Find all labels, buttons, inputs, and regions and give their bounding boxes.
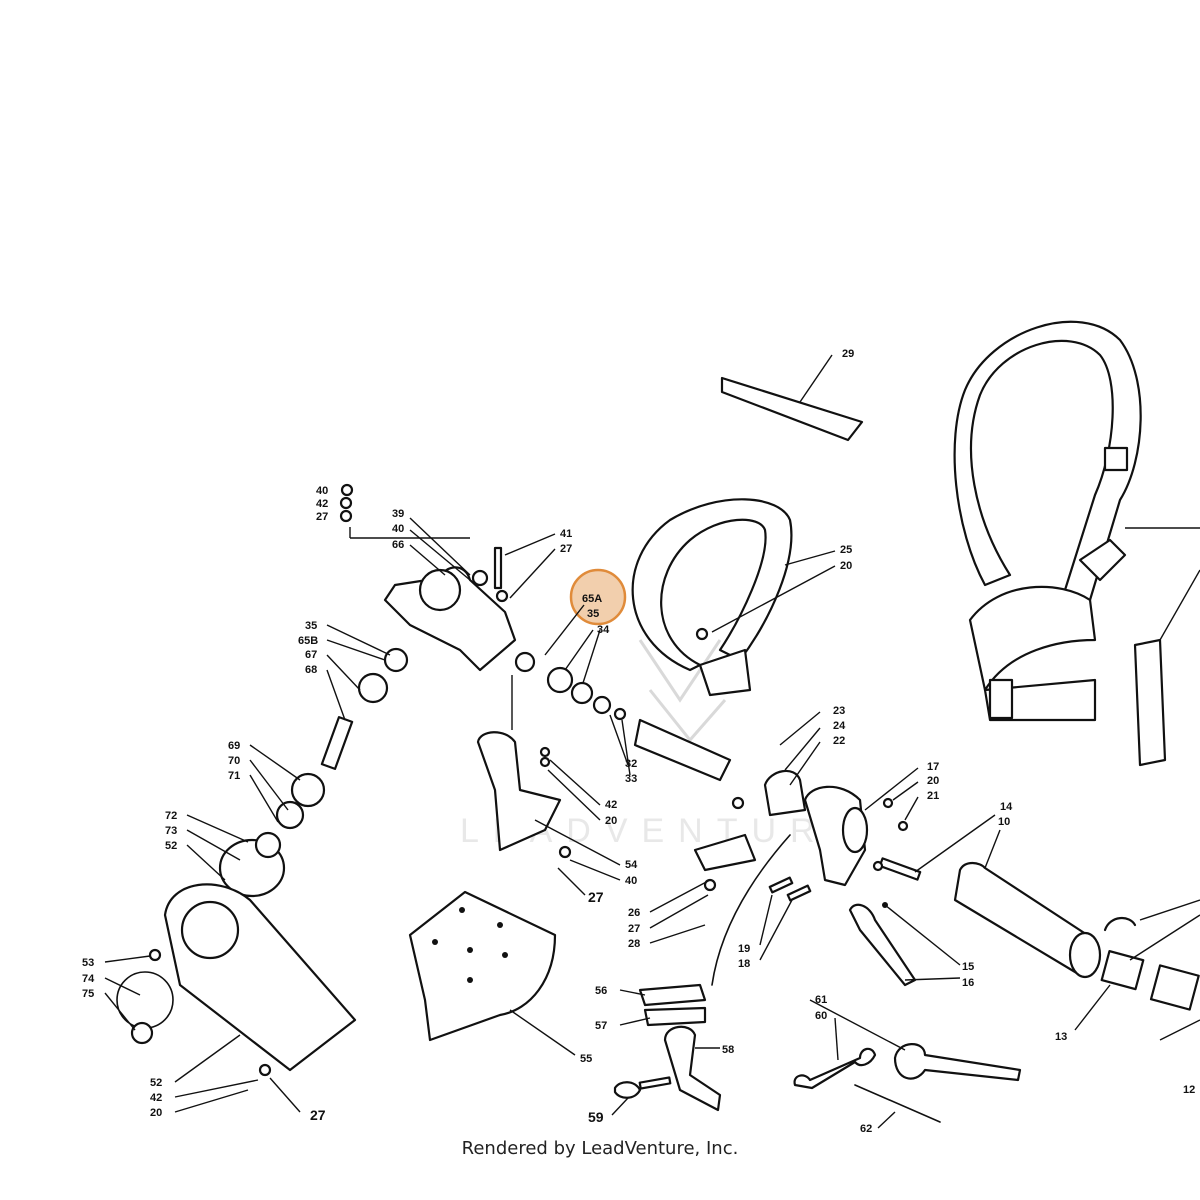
callout-39: 39 xyxy=(392,508,404,520)
callout-27: 27 xyxy=(588,889,604,905)
callout-23: 23 xyxy=(833,705,845,717)
callout-61: 61 xyxy=(815,994,827,1006)
part-lower-housing: 72 73 52 xyxy=(165,810,286,898)
callout-26: 26 xyxy=(628,907,640,919)
callout-65A[interactable]: 65A xyxy=(582,593,602,605)
callout-33: 33 xyxy=(625,773,637,785)
part-pinion: 69 70 71 xyxy=(228,740,326,830)
callout-40: 40 xyxy=(625,875,637,887)
callout-35-highlight[interactable]: 35 xyxy=(587,608,599,620)
part-guard-plate: 53 74 75 52 42 20 27 xyxy=(82,883,357,1123)
part-throttle-tube: 17 20 21 19 18 xyxy=(738,761,939,970)
part-tools: 61 60 62 xyxy=(793,994,1022,1135)
callout-65B: 65B xyxy=(298,635,318,647)
callout-13: 13 xyxy=(1055,1031,1067,1043)
footer-credit: Rendered by LeadVenture, Inc. xyxy=(461,1138,739,1159)
callout-17: 17 xyxy=(927,761,939,773)
highlighted-callout[interactable]: 65A 35 xyxy=(544,568,627,656)
callout-20: 20 xyxy=(150,1107,162,1119)
callout-55: 55 xyxy=(580,1053,592,1065)
callout-52: 52 xyxy=(150,1077,162,1089)
callout-54: 54 xyxy=(625,859,638,871)
callout-42: 42 xyxy=(605,799,617,811)
callout-18: 18 xyxy=(738,958,750,970)
callout-69: 69 xyxy=(228,740,240,752)
callout-27: 27 xyxy=(560,543,572,555)
callout-68: 68 xyxy=(305,664,317,676)
callout-53: 53 xyxy=(82,957,94,969)
callout-20: 20 xyxy=(840,560,852,572)
callout-72: 72 xyxy=(165,810,177,822)
callout-27: 27 xyxy=(310,1107,326,1123)
part-clamp: 56 57 58 59 xyxy=(588,983,734,1125)
callout-24: 24 xyxy=(833,720,846,732)
callout-20: 20 xyxy=(605,815,617,827)
part-gearhead: 40 42 27 39 40 66 41 27 xyxy=(316,483,572,672)
callout-73: 73 xyxy=(165,825,177,837)
callout-59: 59 xyxy=(588,1109,604,1125)
callout-52: 52 xyxy=(165,840,177,852)
callout-12: 12 xyxy=(1183,1084,1195,1096)
callout-58: 58 xyxy=(722,1044,734,1056)
callout-34: 34 xyxy=(597,624,610,636)
callout-19: 19 xyxy=(738,943,750,955)
part-bearings-left: 35 65B 67 68 xyxy=(298,620,409,770)
callout-67: 67 xyxy=(305,649,317,661)
callout-66: 66 xyxy=(392,539,404,551)
callout-27: 27 xyxy=(316,511,328,523)
callout-42: 42 xyxy=(150,1092,162,1104)
callout-57: 57 xyxy=(595,1020,607,1032)
callout-28: 28 xyxy=(628,938,640,950)
part-bracket: 42 20 54 40 27 xyxy=(476,675,638,905)
callout-14: 14 xyxy=(1000,801,1013,813)
callout-70: 70 xyxy=(228,755,240,767)
part-right-tube: 13 12 xyxy=(1055,899,1200,1096)
callout-25: 25 xyxy=(840,544,852,556)
callout-35: 35 xyxy=(305,620,317,632)
part-mount-bracket: 26 27 28 23 24 22 xyxy=(628,705,846,986)
callout-75: 75 xyxy=(82,988,94,1000)
callout-62: 62 xyxy=(860,1123,872,1135)
callout-71: 71 xyxy=(228,770,240,782)
callout-60: 60 xyxy=(815,1010,827,1022)
callout-56: 56 xyxy=(595,985,607,997)
part-harness xyxy=(953,320,1200,767)
callout-40: 40 xyxy=(392,523,404,535)
callout-27: 27 xyxy=(628,923,640,935)
part-shaft-bearings: 34 32 33 xyxy=(514,624,732,785)
part-lever: 15 16 xyxy=(848,902,974,989)
part-25-handle: 25 20 xyxy=(631,498,852,697)
callout-29: 29 xyxy=(842,348,854,360)
part-grip: 14 10 xyxy=(872,801,1102,979)
watermark-logo xyxy=(638,639,727,743)
callout-32: 32 xyxy=(625,758,637,770)
callout-15: 15 xyxy=(962,961,974,973)
callout-21: 21 xyxy=(927,790,939,802)
callout-74: 74 xyxy=(82,973,95,985)
callout-20: 20 xyxy=(927,775,939,787)
callout-42: 42 xyxy=(316,498,328,510)
part-29-decal: 29 xyxy=(720,348,864,442)
callout-41: 41 xyxy=(560,528,572,540)
part-shield-55: 55 xyxy=(408,890,592,1065)
callout-22: 22 xyxy=(833,735,845,747)
callout-16: 16 xyxy=(962,977,974,989)
callout-40: 40 xyxy=(316,485,328,497)
callout-10: 10 xyxy=(998,816,1010,828)
